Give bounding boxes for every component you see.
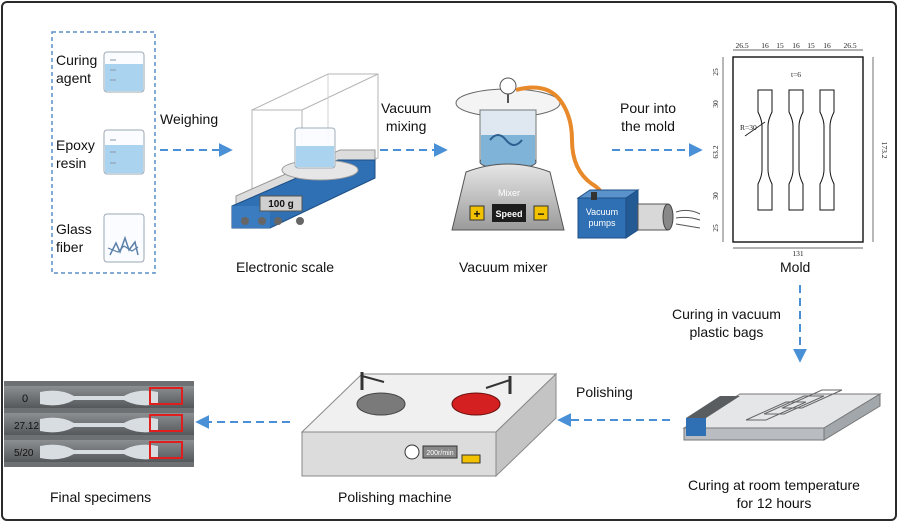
dim-thickness: t=6: [791, 70, 801, 79]
epoxy-resin-label: Epoxy resin: [56, 136, 95, 172]
dim-top-7: 26.5: [843, 41, 856, 50]
pour-line2: the mold: [621, 118, 675, 134]
glass-fiber-label: Glass fiber: [56, 220, 92, 256]
dim-left-1: 25: [711, 68, 720, 76]
pour-into-mold-label: Pour into the mold: [620, 99, 676, 135]
electronic-scale-icon: [231, 73, 379, 229]
specimen-mark-2: 27.12: [14, 421, 39, 432]
dim-top-4: 16: [792, 41, 800, 50]
dim-left-5: 25: [711, 224, 720, 232]
dim-top-5: 15: [807, 41, 815, 50]
vacuum-pumps-line2: pumps: [588, 218, 616, 228]
polishing-machine-icon: [300, 372, 558, 478]
specimen-mark-1: 0: [22, 393, 28, 405]
polisher-display-text: 200r/min: [426, 450, 453, 457]
glass-fiber-line2: fiber: [56, 239, 84, 255]
epoxy-resin-beaker-icon: [103, 129, 145, 175]
dim-left-3: 63.2: [711, 145, 720, 158]
polishing-machine-label: Polishing machine: [338, 489, 452, 505]
dim-right: 173.2: [880, 142, 889, 159]
epoxy-resin-line2: resin: [56, 155, 87, 171]
scale-display-text: 100 g: [268, 199, 294, 210]
mold-label: Mold: [780, 259, 811, 275]
curing-room-temp-label: Curing at room temperature for 12 hours: [688, 476, 860, 512]
curing-vacuum-label: Curing in vacuum plastic bags: [672, 305, 781, 341]
glass-fiber-line1: Glass: [56, 221, 92, 237]
mixer-minus-icon: −: [537, 207, 544, 221]
specimen-mark-3: 5/20: [14, 448, 34, 459]
vacuum-mixing-label: Vacuum mixing: [381, 99, 431, 135]
weighing-label: Weighing: [160, 111, 219, 127]
mixer-plus-icon: +: [473, 207, 480, 221]
dim-top-6: 16: [823, 41, 831, 50]
mixer-speed-text: Speed: [495, 209, 522, 219]
dim-left-2: 30: [711, 100, 720, 108]
curing-agent-line2: agent: [56, 70, 92, 86]
mold-dimensions: 26.5 16 15 16 15 16 26.5 t=6 R=30 25 30 …: [711, 41, 889, 258]
mold-drawing: [722, 49, 874, 249]
dim-radius: R=30: [740, 123, 757, 132]
curing-plate-icon: [682, 389, 882, 441]
vacuum-mixing-line2: mixing: [385, 118, 427, 134]
curing-agent-line1: Curing: [56, 52, 98, 68]
pour-line1: Pour into: [620, 100, 677, 116]
materials-dashed-box: [51, 31, 156, 274]
dim-top-3: 15: [776, 41, 784, 50]
vacuum-mixing-line1: Vacuum: [381, 100, 432, 116]
vacuum-pump-icon: [576, 189, 701, 239]
curing-agent-label: Curing agent: [56, 51, 97, 87]
electronic-scale-label: Electronic scale: [236, 259, 335, 275]
final-specimens-photo: [4, 381, 194, 467]
final-specimens-label: Final specimens: [50, 489, 152, 505]
vacuum-mixer-label: Vacuum mixer: [459, 259, 548, 275]
dim-top-2: 16: [761, 41, 769, 50]
polishing-label: Polishing: [576, 384, 633, 400]
dim-left-4: 30: [711, 192, 720, 200]
vacuum-pumps-line1: Vacuum: [586, 207, 618, 217]
dim-bottom: 131: [792, 249, 804, 258]
curing-vacuum-line2: plastic bags: [689, 324, 764, 340]
epoxy-resin-line1: Epoxy: [56, 137, 95, 153]
curing-room-line1: Curing at room temperature: [688, 477, 860, 493]
curing-vacuum-line1: Curing in vacuum: [672, 306, 781, 322]
glass-fiber-beaker-icon: [103, 213, 145, 263]
curing-room-line2: for 12 hours: [736, 495, 812, 511]
curing-agent-beaker-icon: [103, 51, 145, 93]
dim-top-1: 26.5: [735, 41, 748, 50]
vacuum-mixer-icon: [451, 77, 604, 231]
mixer-name-text: Mixer: [498, 188, 520, 198]
